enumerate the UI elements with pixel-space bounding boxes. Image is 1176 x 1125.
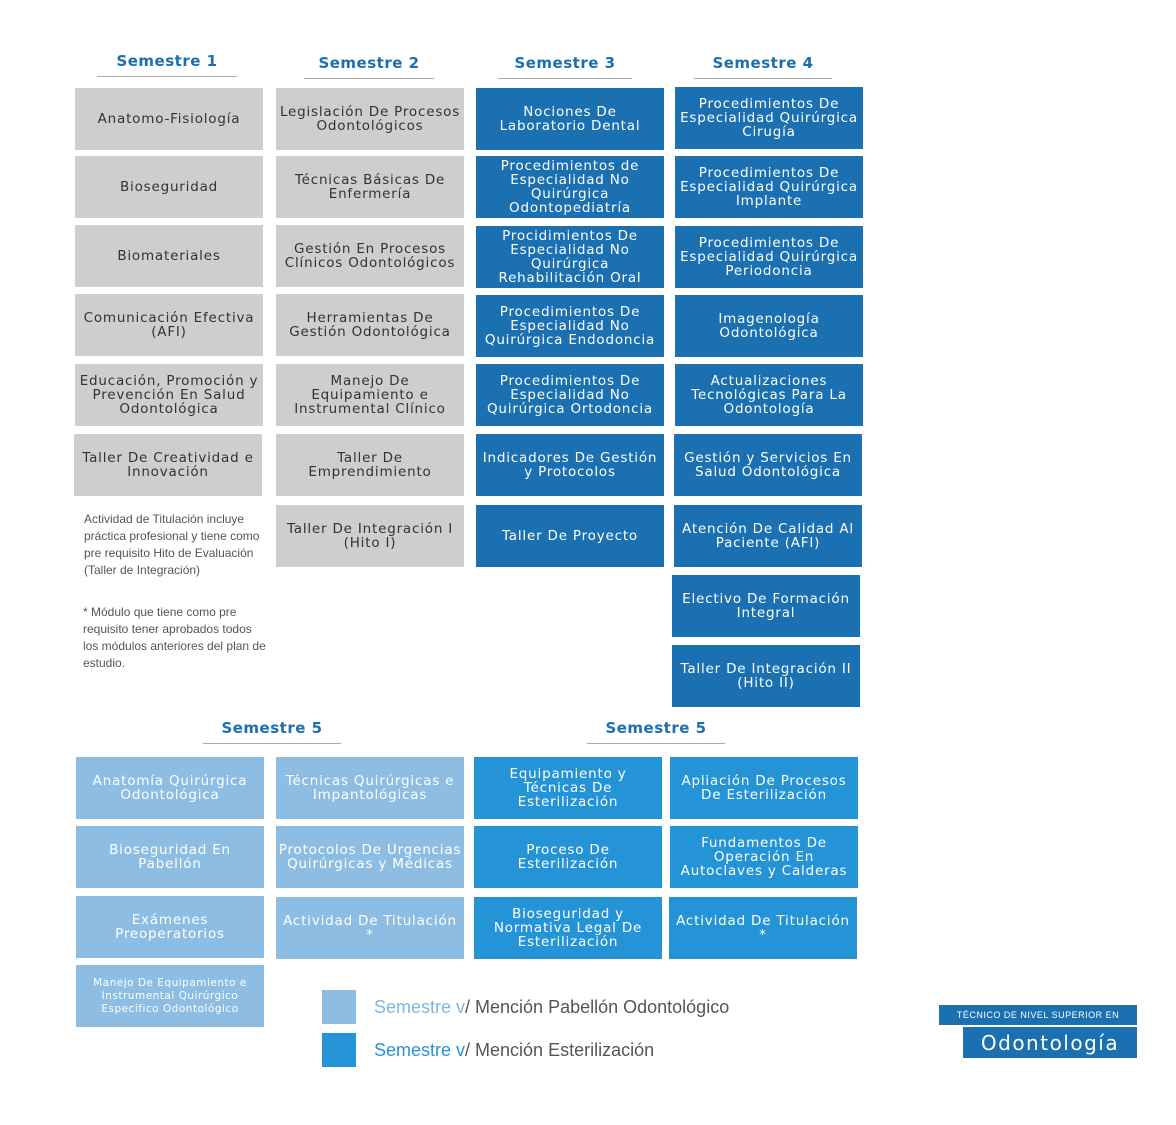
header-semestre-5-pabellon: Semestre 5 — [203, 719, 341, 744]
module-box: Herramientas De Gestión Odontológica — [276, 294, 464, 356]
module-box: Actividad De Titulación * — [276, 897, 464, 959]
module-box: Procedimientos De Especialidad Quirúrgic… — [675, 226, 863, 288]
brand-title: Odontología — [963, 1027, 1137, 1058]
module-box: Taller De Proyecto — [476, 505, 664, 567]
module-box: Procedimientos De Especialidad No Quirúr… — [476, 364, 664, 426]
module-box: Fundamentos De Operación En Autoclaves y… — [670, 826, 858, 888]
module-box: Biomateriales — [75, 225, 263, 287]
module-box: Procedimientos De Especialidad Quirúrgic… — [675, 87, 863, 149]
module-box: Taller De Integración II (Hito II) — [672, 645, 860, 707]
module-box: Bioseguridad y Normativa Legal De Esteri… — [474, 897, 662, 959]
module-box: Actualizaciones Tecnológicas Para La Odo… — [675, 364, 863, 426]
legend-esterilizacion: Semestre v / Mención Esterilización — [322, 1033, 654, 1067]
module-box: Procedimientos de Especialidad No Quirúr… — [476, 156, 664, 218]
module-box: Bioseguridad En Pabellón — [76, 826, 264, 888]
legend-pabellon: Semestre v / Mención Pabellón Odontológi… — [322, 990, 729, 1024]
legend-swatch-mid — [322, 1033, 356, 1067]
module-box: Comunicación Efectiva (AFI) — [75, 294, 263, 356]
module-box: Apliación De Procesos De Esterilización — [670, 757, 858, 819]
module-box: Atención De Calidad Al Paciente (AFI) — [674, 505, 862, 567]
brand-subtitle: TÉCNICO DE NIVEL SUPERIOR EN — [939, 1005, 1137, 1025]
module-box: Procedimientos De Especialidad No Quirúr… — [476, 295, 664, 357]
module-box: Técnicas Quirúrgicas e Impantológicas — [276, 757, 464, 819]
module-box: Procedimientos De Especialidad Quirúrgic… — [675, 156, 863, 218]
header-semestre-3: Semestre 3 — [498, 54, 632, 79]
module-box: Manejo De Equipamiento e Instrumental Cl… — [276, 364, 464, 426]
module-box: Equipamiento y Técnicas De Esterilizació… — [474, 757, 662, 819]
header-semestre-5-esterilizacion: Semestre 5 — [587, 719, 725, 744]
header-semestre-2: Semestre 2 — [304, 54, 434, 79]
module-box: Indicadores De Gestión y Protocolos — [476, 434, 664, 496]
module-box: Gestión En Procesos Clínicos Odontológic… — [276, 225, 464, 287]
legend-swatch-light — [322, 990, 356, 1024]
module-box: Nociones De Laboratorio Dental — [476, 88, 664, 150]
module-box: Exámenes Preoperatorios — [76, 896, 264, 958]
header-semestre-1: Semestre 1 — [97, 52, 237, 77]
module-box: Proceso De Esterilización — [474, 826, 662, 888]
module-box: Manejo De Equipamiento e Instrumental Qu… — [76, 965, 264, 1027]
module-box: Procidimientos De Especialidad No Quirúr… — [476, 226, 664, 288]
module-box: Legislación De Procesos Odontológicos — [276, 88, 464, 150]
module-box: Anatomía Quirúrgica Odontológica — [76, 757, 264, 819]
module-box: Taller De Emprendimiento — [276, 434, 464, 496]
module-box: Taller De Integración I (Hito I) — [276, 505, 464, 567]
note-prerequisito: * Módulo que tiene como pre requisito te… — [83, 605, 266, 670]
module-box: Taller De Creatividad e Innovación — [74, 434, 262, 496]
module-box: Electivo De Formación Integral — [672, 575, 860, 637]
module-box: Protocolos De Urgencias Quirúrgicas y Mé… — [276, 826, 464, 888]
module-box: Técnicas Básicas De Enfermería — [276, 156, 464, 218]
module-box: Imagenología Odontológica — [675, 295, 863, 357]
module-box: Educación, Promoción y Prevención En Sal… — [75, 364, 263, 426]
module-box: Actividad De Titulación * — [669, 897, 857, 959]
module-box: Bioseguridad — [75, 156, 263, 218]
header-semestre-4: Semestre 4 — [694, 54, 832, 79]
note-titulacion: Actividad de Titulación incluye práctica… — [84, 512, 260, 577]
module-box: Gestión y Servicios En Salud Odontológic… — [674, 434, 862, 496]
module-box: Anatomo-Fisiología — [75, 88, 263, 150]
